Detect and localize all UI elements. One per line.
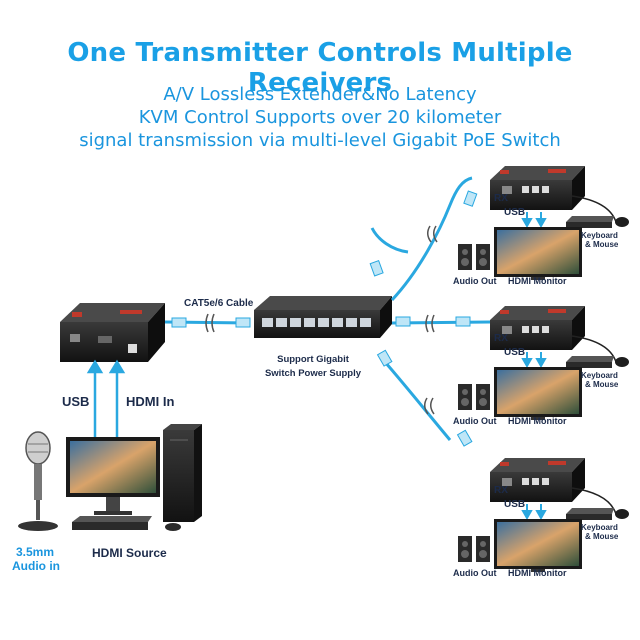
switch-label-2: Switch Power Supply bbox=[264, 368, 362, 379]
hdmi-source-monitor bbox=[66, 437, 160, 515]
transmitter-device bbox=[60, 303, 165, 362]
hdmi-source-label: HDMI Source bbox=[92, 546, 167, 560]
rx-label: RX bbox=[494, 333, 508, 344]
receiver-group bbox=[458, 306, 629, 420]
receiver-device bbox=[490, 458, 585, 502]
subtitle-line-1: A/V Lossless Extender&No Latency bbox=[163, 84, 477, 105]
cable-loop bbox=[370, 227, 409, 254]
rj45-connector bbox=[369, 260, 384, 277]
source-keyboard-icon bbox=[72, 516, 181, 531]
rx-label: RX bbox=[494, 193, 508, 204]
keyboard-mouse-icon bbox=[566, 195, 629, 228]
speaker-icon bbox=[458, 384, 490, 410]
rj45-connector bbox=[456, 429, 473, 447]
receiver-arrows bbox=[521, 212, 547, 229]
hdmi-monitor-label: HDMI Monitor bbox=[508, 568, 567, 578]
cable-label: CAT5e/6 Cable bbox=[184, 298, 254, 309]
audio-out-label: Audio Out bbox=[453, 568, 497, 578]
subtitle-line-2: KVM Control Supports over 20 kilometer bbox=[138, 107, 502, 128]
page-title: One Transmitter Controls Multiple Receiv… bbox=[67, 38, 573, 98]
hdmi-monitor-label: HDMI Monitor bbox=[508, 416, 567, 426]
usb-label: USB bbox=[62, 394, 90, 409]
receiver-group bbox=[458, 166, 629, 280]
rj45-connector bbox=[395, 316, 411, 327]
subtitle-line-3: signal transmission via multi-level Giga… bbox=[79, 130, 561, 151]
receiver-arrows bbox=[521, 504, 547, 521]
receiver-arrows bbox=[521, 352, 547, 369]
hdmi-monitor-label: HDMI Monitor bbox=[508, 276, 567, 286]
audio-out-label: Audio Out bbox=[453, 276, 497, 286]
rx-usb-label: USB bbox=[504, 207, 526, 218]
keyboard-label-2: & Mouse bbox=[585, 532, 619, 541]
audio-in-label-2: Audio in bbox=[12, 559, 60, 573]
speaker-icon bbox=[458, 244, 490, 270]
rj45-connector bbox=[235, 317, 251, 328]
audio-out-label: Audio Out bbox=[453, 416, 497, 426]
gigabit-switch bbox=[254, 296, 392, 338]
hdmi-monitor bbox=[494, 367, 582, 420]
keyboard-label-2: & Mouse bbox=[585, 380, 619, 389]
switch-label-1: Support Gigabit bbox=[277, 354, 349, 365]
keyboard-mouse-icon bbox=[566, 335, 629, 368]
rx-usb-label: USB bbox=[504, 499, 526, 510]
keyboard-label-2: & Mouse bbox=[585, 240, 619, 249]
receiver-device bbox=[490, 306, 585, 350]
keyboard-mouse-icon bbox=[566, 487, 629, 520]
rj45-connector bbox=[376, 349, 393, 367]
hdmi-monitor bbox=[494, 519, 582, 572]
rx-usb-label: USB bbox=[504, 347, 526, 358]
receiver-device bbox=[490, 166, 585, 210]
hdmi-monitor bbox=[494, 227, 582, 280]
cable-switch-to-rx1 bbox=[390, 176, 473, 302]
keyboard-label-1: Keyboard bbox=[581, 231, 618, 240]
pc-tower bbox=[163, 424, 202, 522]
keyboard-label-1: Keyboard bbox=[581, 371, 618, 380]
source-arrows bbox=[86, 359, 126, 438]
rj45-connector bbox=[171, 317, 187, 328]
hdmi-in-label: HDMI In bbox=[126, 394, 175, 409]
microphone-icon bbox=[18, 431, 58, 531]
rj45-connector bbox=[463, 190, 478, 207]
audio-in-label-1: 3.5mm bbox=[16, 545, 55, 559]
keyboard-label-1: Keyboard bbox=[581, 523, 618, 532]
rx-label: RX bbox=[494, 485, 508, 496]
receiver-group bbox=[458, 458, 629, 572]
cable-switch-to-rx3 bbox=[383, 361, 452, 441]
speaker-icon bbox=[458, 536, 490, 562]
rj45-connector bbox=[455, 316, 471, 327]
